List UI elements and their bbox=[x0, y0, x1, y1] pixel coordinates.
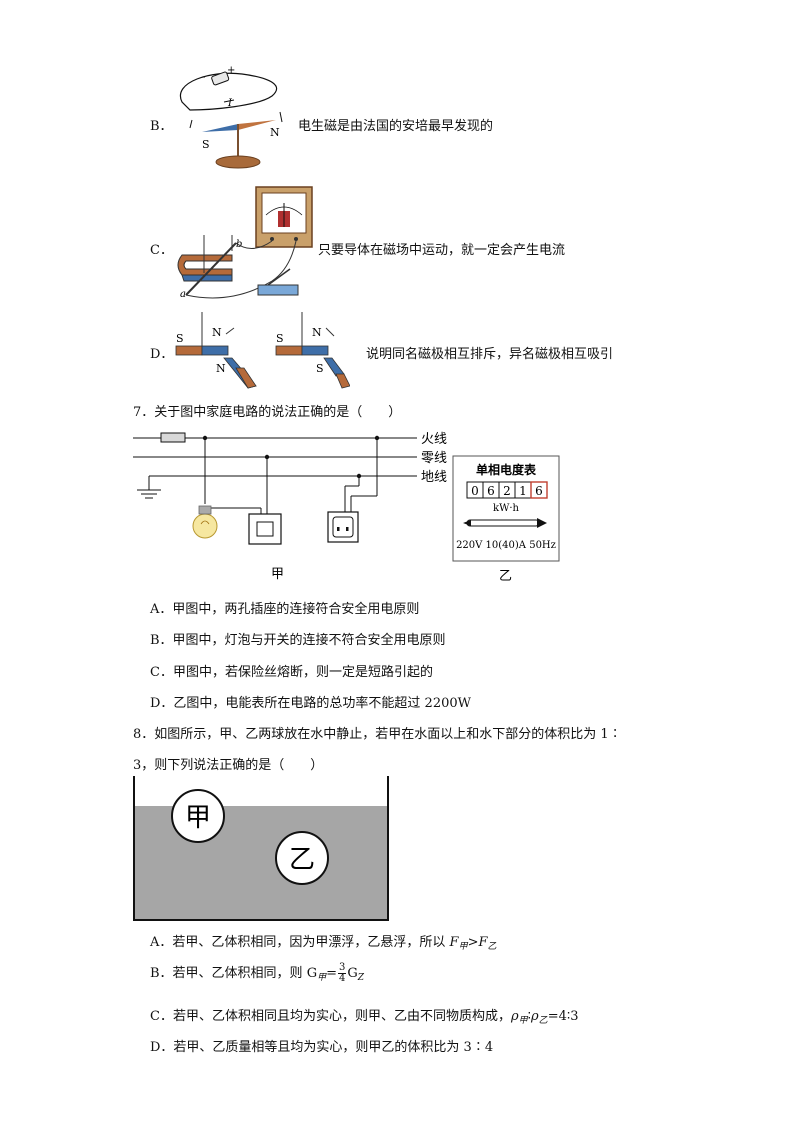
svg-text:6: 6 bbox=[535, 484, 543, 498]
svg-text:0: 0 bbox=[471, 484, 479, 498]
svg-text:a: a bbox=[180, 289, 186, 300]
svg-text:N: N bbox=[270, 126, 280, 139]
ball-yi bbox=[275, 831, 329, 885]
svg-text:1: 1 bbox=[519, 484, 527, 498]
q6-option-d-letter: D． bbox=[150, 347, 174, 362]
induction-experiment-figure: a b bbox=[177, 186, 313, 300]
q6-option-c-text: 只要导体在磁场中运动，就一定会产生电流 bbox=[318, 243, 566, 258]
svg-text:6: 6 bbox=[487, 484, 495, 498]
q7-option-b: B．甲图中，灯泡与开关的连接不符合安全用电原则 bbox=[150, 633, 446, 648]
svg-text:S: S bbox=[316, 362, 324, 375]
floating-balls-figure: 甲 乙 bbox=[133, 776, 389, 921]
compass-needle-n bbox=[238, 120, 276, 130]
ball-jia bbox=[171, 789, 225, 843]
svg-text:N: N bbox=[216, 362, 226, 375]
light-bulb-icon bbox=[192, 505, 218, 539]
svg-text:I: I bbox=[227, 98, 233, 109]
q7-stem: 7．关于图中家庭电路的说法正确的是（ ） bbox=[133, 405, 402, 420]
svg-text:S: S bbox=[276, 332, 284, 345]
svg-text:-: - bbox=[202, 72, 205, 83]
q6-option-b-text: 电生磁是由法国的安培最早发现的 bbox=[298, 119, 494, 134]
compass-base bbox=[215, 155, 261, 169]
current-loop bbox=[179, 72, 278, 111]
oersted-experiment-figure: - + I S N bbox=[179, 65, 283, 169]
svg-text:零线: 零线 bbox=[421, 451, 447, 466]
meter-disc-arrow-icon bbox=[463, 518, 547, 528]
q6-option-b-letter: B． bbox=[150, 119, 173, 134]
svg-text:2: 2 bbox=[503, 484, 511, 498]
q8-option-c: C．若甲、乙体积相同且均为实心，则甲、乙由不同物质构成，ρ甲∶ρ乙=4∶3 bbox=[150, 1009, 579, 1026]
q8-option-a: A．若甲、乙体积相同，因为甲漂浮，乙悬浮，所以 F甲>F乙 bbox=[150, 935, 497, 952]
svg-text:220V 10(40)A 50Hz: 220V 10(40)A 50Hz bbox=[456, 540, 556, 551]
svg-text:甲: 甲 bbox=[271, 567, 284, 582]
battery-icon bbox=[211, 71, 230, 86]
q7-option-a: A．甲图中，两孔插座的连接符合安全用电原则 bbox=[150, 602, 420, 617]
container bbox=[133, 776, 389, 921]
switch-icon bbox=[257, 284, 299, 296]
svg-text:b: b bbox=[236, 239, 242, 250]
svg-text:S: S bbox=[176, 332, 184, 345]
svg-text:乙: 乙 bbox=[289, 845, 315, 875]
q7-option-c: C．甲图中，若保险丝熔断，则一定是短路引起的 bbox=[150, 665, 433, 680]
fuse bbox=[160, 432, 186, 443]
svg-text:乙: 乙 bbox=[499, 569, 512, 584]
q8-stem-line1: 8．如图所示，甲、乙两球放在水中静止，若甲在水面以上和水下部分的体积比为 1∶ bbox=[133, 727, 622, 742]
electric-meter bbox=[452, 455, 560, 562]
q6-option-d-text: 说明同名磁极相互排斥，异名磁极相互吸引 bbox=[366, 347, 614, 362]
compass-needle-s bbox=[202, 124, 238, 132]
svg-text:甲: 甲 bbox=[185, 803, 211, 833]
svg-text:S: S bbox=[202, 138, 210, 151]
svg-text:单相电度表: 单相电度表 bbox=[476, 462, 537, 477]
household-circuit-figure: 火线 零线 地线 甲 单相电度表 0 6 2 1 bbox=[133, 432, 560, 584]
horseshoe-magnet bbox=[177, 254, 233, 276]
conductor-rod bbox=[185, 242, 237, 296]
svg-text:地线: 地线 bbox=[421, 470, 447, 485]
svg-text:N: N bbox=[212, 326, 222, 339]
magnet-poles-figure: S N N S N S bbox=[175, 312, 350, 389]
svg-text:+: + bbox=[227, 65, 235, 76]
q8-option-d: D．若甲、乙质量相等且均为实心，则甲乙的体积比为 3∶4 bbox=[150, 1040, 494, 1055]
q8-stem-line2: 3，则下列说法正确的是（ ） bbox=[133, 758, 324, 773]
svg-text:火线: 火线 bbox=[421, 432, 447, 447]
svg-text:kW·h: kW·h bbox=[493, 503, 520, 514]
svg-text:N: N bbox=[312, 326, 322, 339]
meter-digits: 0 6 2 1 6 bbox=[466, 481, 548, 499]
q6-option-c-letter: C． bbox=[150, 243, 173, 258]
q7-option-d: D．乙图中，电能表所在电路的总功率不能超过 2200W bbox=[150, 696, 472, 711]
